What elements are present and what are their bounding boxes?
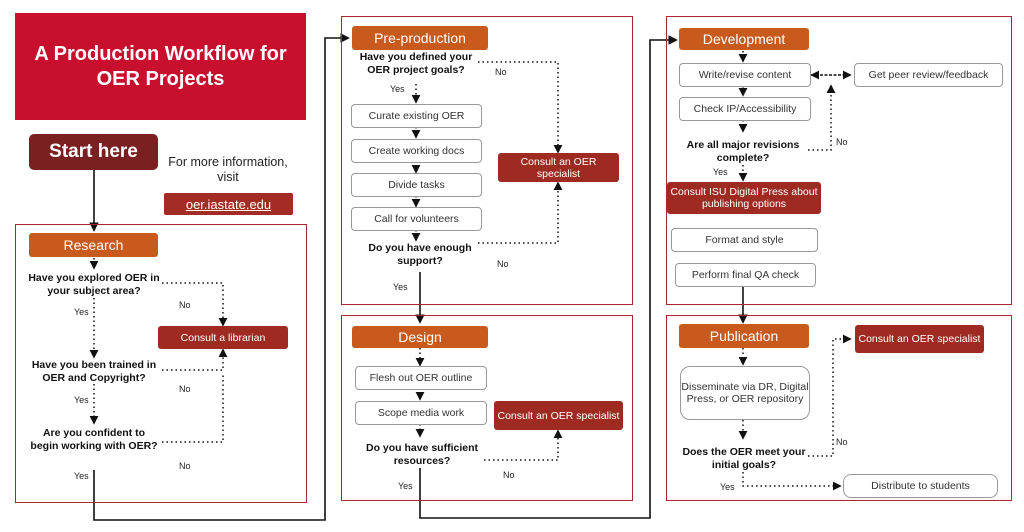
- research-question-confident: Are you confident to begin working with …: [30, 427, 158, 452]
- publication-section: [666, 315, 1012, 501]
- publication-stage-label: Publication: [679, 324, 809, 348]
- research-question-trained: Have you been trained in OER and Copyrig…: [31, 359, 157, 384]
- design-section: [341, 315, 633, 501]
- design-question-resources: Do you have sufficient resources?: [365, 442, 479, 467]
- step-scope-media-work: Scope media work: [355, 401, 487, 425]
- step-create-working-docs: Create working docs: [351, 139, 482, 163]
- publication-yes: Yes: [720, 482, 735, 492]
- research-section: [15, 224, 307, 503]
- development-section: [666, 16, 1012, 305]
- step-final-qa-check: Perform final QA check: [675, 263, 816, 287]
- research-no-2: No: [179, 384, 191, 394]
- preproduction-yes-1: Yes: [390, 84, 405, 94]
- step-curate-existing-oer: Curate existing OER: [351, 104, 482, 128]
- publication-question-goals: Does the OER meet your initial goals?: [682, 446, 806, 471]
- info-text: For more information, visit: [168, 155, 288, 184]
- preproduction-no-2: No: [497, 259, 509, 269]
- development-stage-label: Development: [679, 28, 809, 50]
- page-title: A Production Workflow for OER Projects: [34, 42, 287, 90]
- step-format-and-style: Format and style: [671, 228, 818, 252]
- disseminate-box: Disseminate via DR, Digital Press, or OE…: [680, 366, 810, 420]
- peer-review-box: Get peer review/feedback: [854, 63, 1003, 87]
- consult-oer-specialist-box-3: Consult an OER specialist: [855, 325, 984, 353]
- research-no-1: No: [179, 300, 191, 310]
- research-yes-1: Yes: [74, 307, 89, 317]
- step-check-ip-accessibility: Check IP/Accessibility: [679, 97, 811, 121]
- step-write-revise-content: Write/revise content: [679, 63, 811, 87]
- info-link[interactable]: oer.iastate.edu: [164, 193, 293, 215]
- consult-digital-press-box: Consult ISU Digital Press about publishi…: [667, 182, 821, 214]
- start-here-button[interactable]: Start here: [29, 134, 158, 170]
- research-yes-2: Yes: [74, 395, 89, 405]
- design-no: No: [503, 470, 515, 480]
- research-stage-label: Research: [29, 233, 158, 257]
- preproduction-no-1: No: [495, 67, 507, 77]
- title-banner: A Production Workflow for OER Projects: [15, 13, 306, 120]
- distribute-to-students-box: Distribute to students: [843, 474, 998, 498]
- design-stage-label: Design: [352, 326, 488, 348]
- publication-no: No: [836, 437, 848, 447]
- preproduction-section: [341, 16, 633, 305]
- preproduction-yes-2: Yes: [393, 282, 408, 292]
- step-flesh-out-outline: Flesh out OER outline: [355, 366, 487, 390]
- development-yes: Yes: [713, 167, 728, 177]
- design-yes: Yes: [398, 481, 413, 491]
- research-yes-3: Yes: [74, 471, 89, 481]
- consult-oer-specialist-box-1: Consult an OER specialist: [498, 153, 619, 182]
- preproduction-question-support: Do you have enough support?: [368, 242, 472, 267]
- development-question-revisions: Are all major revisions complete?: [686, 139, 800, 164]
- consult-librarian-box: Consult a librarian: [158, 326, 288, 349]
- research-no-3: No: [179, 461, 191, 471]
- research-question-explored: Have you explored OER in your subject ar…: [28, 272, 160, 297]
- step-divide-tasks: Divide tasks: [351, 173, 482, 197]
- preproduction-question-goals: Have you defined your OER project goals?: [359, 51, 473, 76]
- step-call-for-volunteers: Call for volunteers: [351, 207, 482, 231]
- preproduction-stage-label: Pre-production: [352, 26, 488, 50]
- development-no: No: [836, 137, 848, 147]
- consult-oer-specialist-box-2: Consult an OER specialist: [494, 401, 623, 430]
